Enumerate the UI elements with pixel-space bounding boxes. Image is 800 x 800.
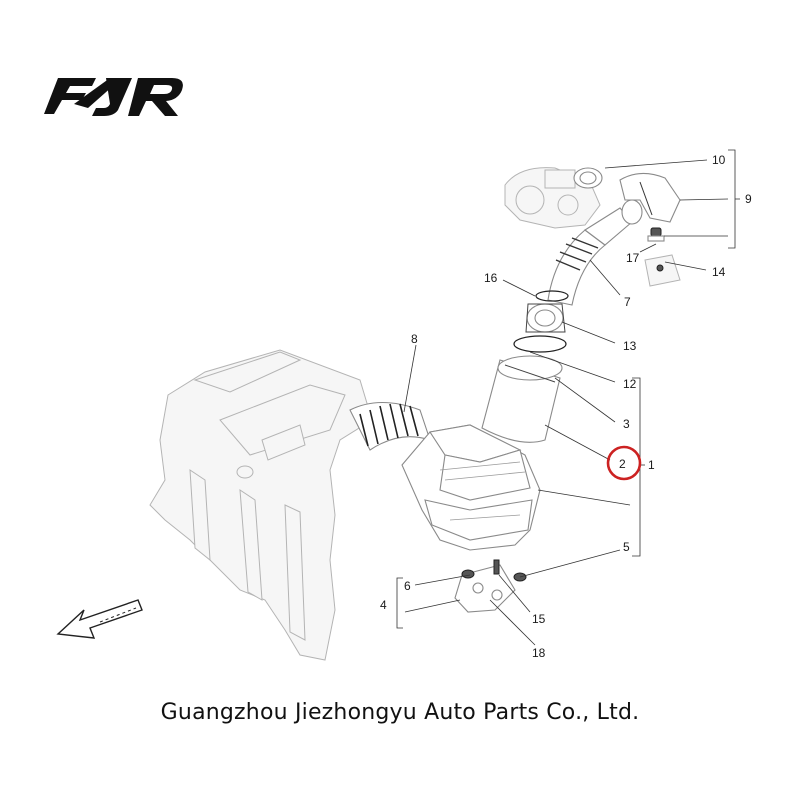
callout-4: 4 [380,598,387,612]
front-air-duct-shroud [149,349,373,661]
direction-arrow-icon [56,599,143,639]
callout-16: 16 [484,271,498,285]
callout-2: 2 [619,457,626,471]
brand-logo [44,78,183,116]
callout-3: 3 [623,417,630,431]
callout-14: 14 [712,265,726,279]
part-2-filter-element [481,355,563,443]
leader-lines [403,159,729,646]
part-15-bolt [493,559,500,575]
callout-10: 10 [712,153,726,167]
callout-7: 7 [624,295,631,309]
part-6-rubber-mount [461,569,475,579]
callout-6: 6 [404,579,411,593]
part-8-intake-hose [349,402,431,451]
part-9-elbow-pipe [619,172,681,225]
callout-9: 9 [745,192,752,206]
part-16-hose-clamp [535,290,569,302]
callout-13: 13 [623,339,637,353]
part-17-grommet [647,227,665,242]
part-12-o-ring [513,335,567,353]
callout-8: 8 [411,332,418,346]
callout-5: 5 [623,540,630,554]
part-14-bracket [644,254,681,287]
callout-12: 12 [623,377,637,391]
part-1-air-filter-housing [401,424,541,551]
part-10-clamp [573,167,603,189]
company-name: Guangzhou Jiezhongyu Auto Parts Co., Ltd… [160,700,640,725]
group-bracket-4 [396,577,403,629]
callout-18: 18 [532,646,546,660]
group-bracket-9 [728,149,740,249]
highlight-circle [606,445,642,481]
callout-15: 15 [532,612,546,626]
callout-1: 1 [648,458,655,472]
callout-17: 17 [626,251,640,265]
part-7-intake-pipe [547,207,633,306]
part-13-flow-sensor-flange [525,303,566,333]
